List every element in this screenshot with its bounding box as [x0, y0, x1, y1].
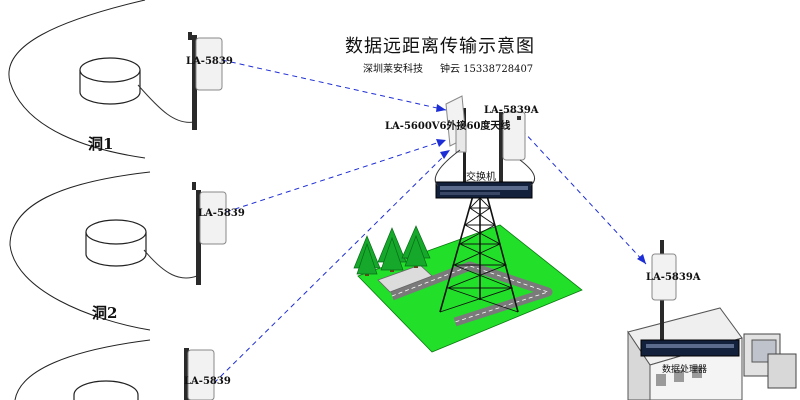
- network-switch: [435, 181, 533, 199]
- tree: [401, 225, 431, 268]
- radio-1-label: LA-5839: [186, 56, 233, 67]
- company-name: 深圳莱安科技: [363, 64, 423, 75]
- site-label-1: 洞1: [88, 135, 114, 153]
- radio-unit-3: [184, 348, 215, 400]
- radio-unit-2: [192, 182, 227, 285]
- hub-radio-unit: [499, 111, 526, 192]
- sensor-cylinder-3: [73, 380, 139, 400]
- page-title: 数据远距离传输示意图: [345, 36, 535, 57]
- lattice-tower: [439, 191, 519, 313]
- site-label-2: 洞2: [92, 304, 118, 322]
- cave-3-outline: [14, 339, 151, 400]
- tree: [377, 227, 407, 272]
- building-block: [377, 264, 433, 293]
- hub-antenna-label: LA-5600V6外接60度天线: [385, 121, 511, 132]
- switch-label: 交换机: [466, 172, 496, 183]
- cave-2-outline: [9, 171, 151, 331]
- radio-3-label: LA-5839: [184, 376, 231, 387]
- hub-radio-label: LA-5839A: [484, 105, 539, 116]
- radio-2-label: LA-5839: [198, 208, 245, 219]
- radio-unit-1: [188, 32, 223, 130]
- link-backhaul: [521, 129, 647, 265]
- link-1: [221, 59, 447, 111]
- link-arrows: [436, 104, 646, 264]
- contact-info: 钟云 15338728407: [440, 64, 534, 75]
- data-center-label: 数据处理器: [662, 365, 708, 375]
- link-2: [225, 139, 447, 213]
- wireless-links: [213, 59, 647, 384]
- rack-switch: [640, 339, 740, 357]
- tree-group: [353, 225, 431, 276]
- cable-1: [137, 84, 195, 123]
- computer-workstation: [743, 333, 797, 389]
- sector-antenna: [445, 95, 467, 153]
- switch-cable-2: [519, 159, 536, 187]
- center-radio-label: LA-5839A: [646, 272, 701, 283]
- sensor-cylinder-2: [85, 219, 147, 267]
- building-windows: [656, 366, 702, 386]
- cable-2: [143, 249, 198, 279]
- cave-1-outline: [8, 0, 146, 159]
- sensor-cylinder-1: [79, 57, 141, 105]
- switch-cable-1: [434, 149, 461, 187]
- center-radio-unit: [651, 240, 677, 340]
- tree: [353, 235, 381, 276]
- link-3: [213, 149, 451, 384]
